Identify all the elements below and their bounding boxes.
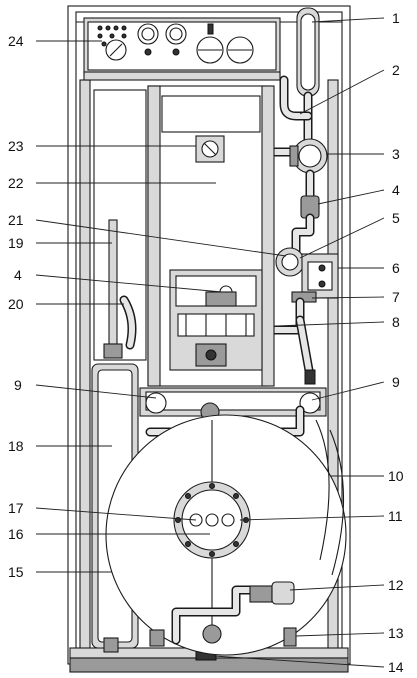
callout-2: 2 xyxy=(392,62,400,78)
bottom-fittings xyxy=(149,581,297,647)
callout-9-left: 9 xyxy=(14,377,22,393)
leader-lines xyxy=(35,17,385,668)
callout-24: 24 xyxy=(8,33,24,49)
callout-19: 19 xyxy=(8,235,24,251)
callout-22: 22 xyxy=(8,175,24,191)
callout-3: 3 xyxy=(392,146,400,162)
callout-4-right: 4 xyxy=(392,182,400,198)
heat-exchanger-box xyxy=(147,85,275,387)
callout-1: 1 xyxy=(392,10,400,26)
callout-labels: 24 23 22 21 19 4 20 9 18 17 16 15 1 2 3 … xyxy=(8,10,404,675)
callout-16: 16 xyxy=(8,526,24,542)
callout-14: 14 xyxy=(388,659,404,675)
callout-18: 18 xyxy=(8,438,24,454)
callout-13: 13 xyxy=(388,625,404,641)
right-pipework xyxy=(219,7,339,385)
control-panel xyxy=(83,17,281,81)
callout-9-right: 9 xyxy=(392,374,400,390)
callout-12: 12 xyxy=(388,577,404,593)
callout-6: 6 xyxy=(392,260,400,276)
callout-23: 23 xyxy=(8,138,24,154)
callout-10: 10 xyxy=(388,468,404,484)
callout-5: 5 xyxy=(392,210,400,226)
callout-15: 15 xyxy=(8,564,24,580)
callout-20: 20 xyxy=(8,296,24,312)
callout-21: 21 xyxy=(8,212,24,228)
callout-8: 8 xyxy=(392,314,400,330)
callout-7: 7 xyxy=(392,289,400,305)
callout-4-left: 4 xyxy=(14,267,22,283)
callout-11: 11 xyxy=(388,508,403,524)
callout-17: 17 xyxy=(8,500,24,516)
